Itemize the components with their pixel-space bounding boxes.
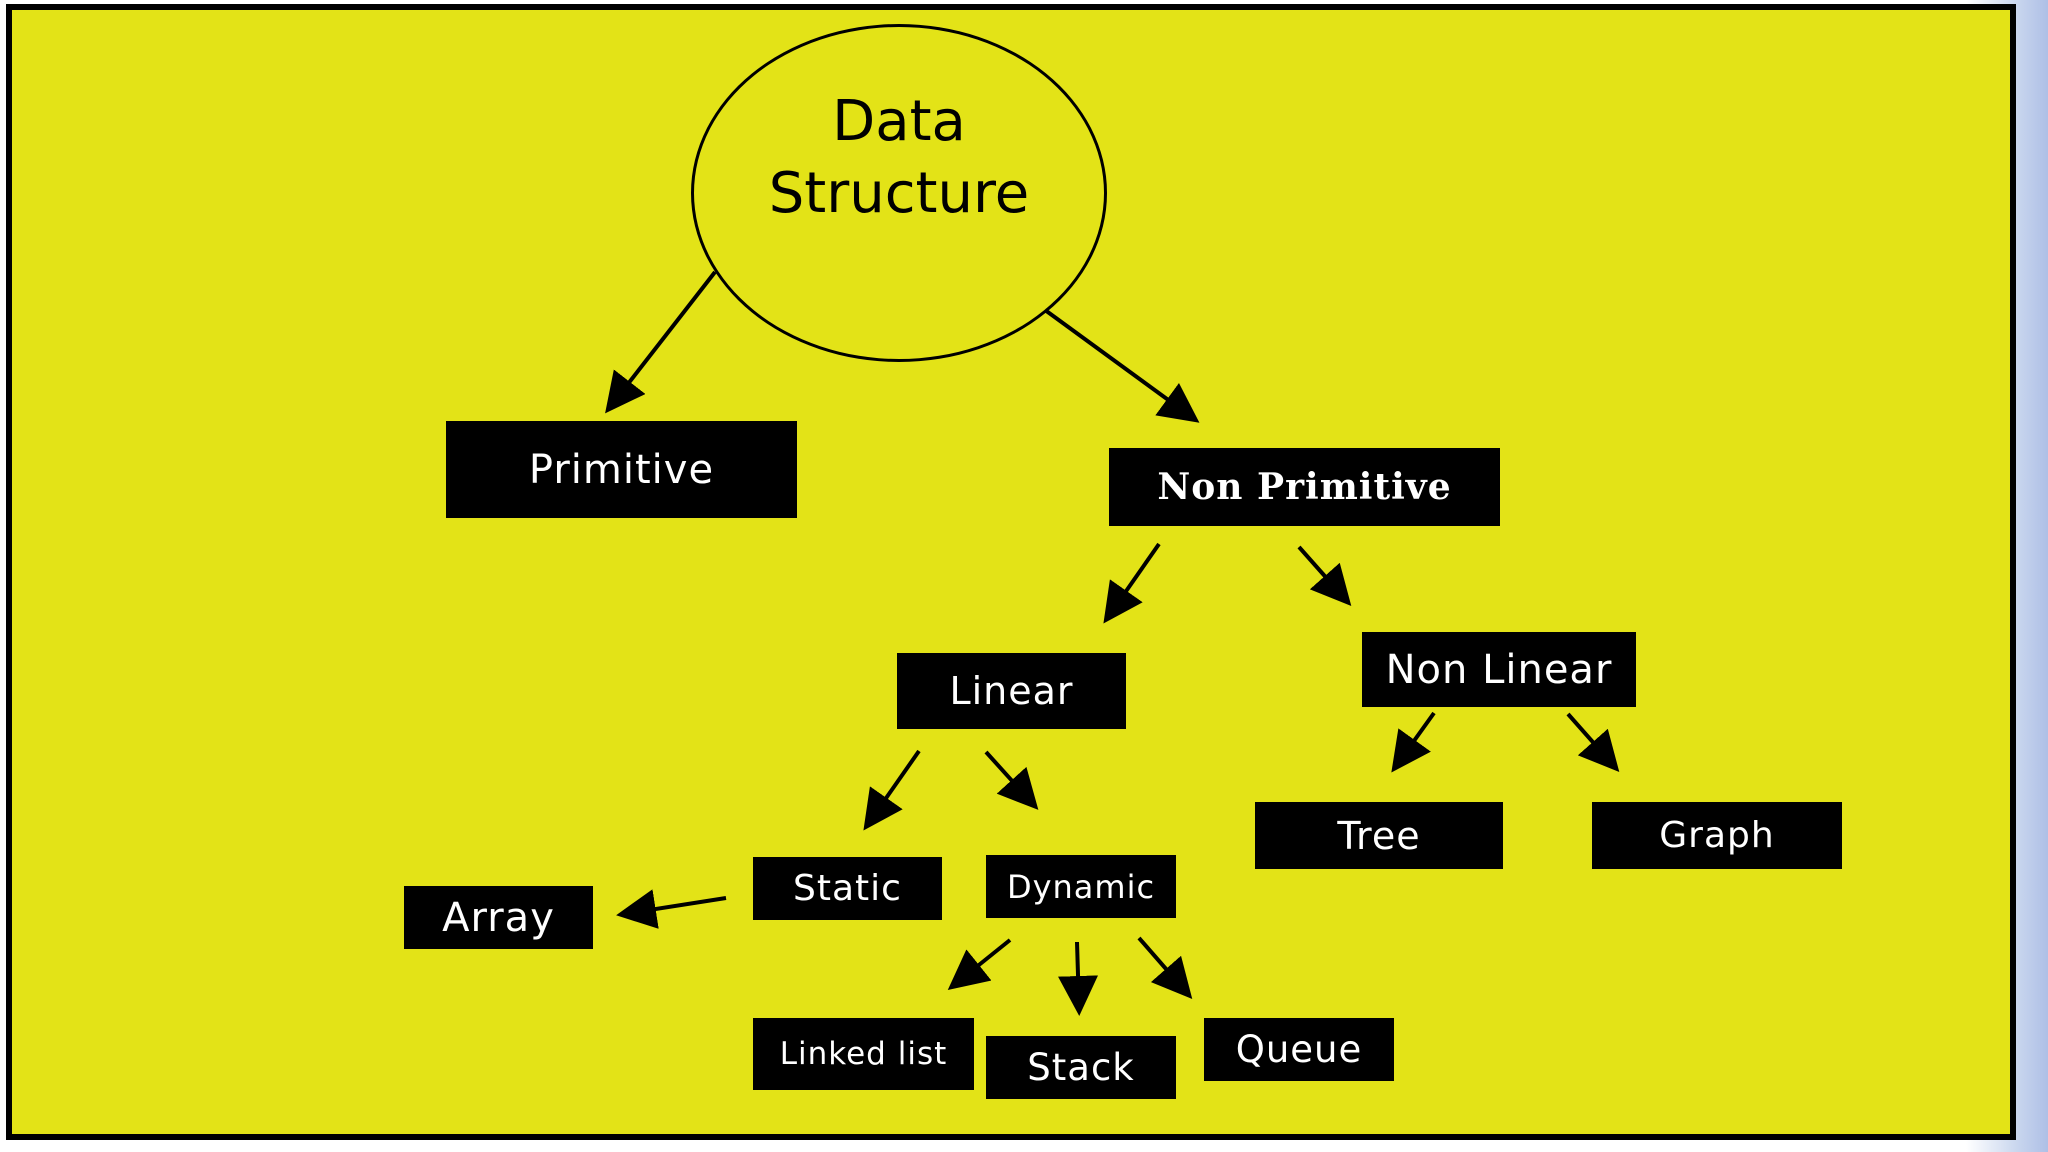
node-static: Static [753, 857, 942, 920]
node-linked-list: Linked list [753, 1018, 974, 1090]
node-linked-list-label: Linked list [779, 1036, 948, 1072]
node-stack: Stack [986, 1036, 1176, 1099]
node-static-label: Static [793, 868, 902, 909]
node-primitive-label: Primitive [528, 446, 715, 493]
node-array: Array [404, 886, 593, 949]
node-stack-label: Stack [1027, 1046, 1135, 1089]
root-label-line1: Data [832, 89, 966, 154]
node-non-primitive-label: Non Primitive [1157, 466, 1452, 508]
node-non-linear-label: Non Linear [1385, 646, 1613, 693]
node-queue-label: Queue [1235, 1028, 1363, 1071]
node-non-linear: Non Linear [1362, 632, 1636, 707]
node-tree: Tree [1255, 802, 1503, 869]
node-queue: Queue [1204, 1018, 1394, 1081]
node-tree-label: Tree [1337, 813, 1421, 858]
node-linear-label: Linear [949, 669, 1074, 713]
node-dynamic: Dynamic [986, 855, 1176, 918]
node-graph: Graph [1592, 802, 1842, 869]
node-linear: Linear [897, 653, 1126, 729]
node-graph-label: Graph [1659, 815, 1775, 856]
node-array-label: Array [442, 894, 555, 941]
node-primitive: Primitive [446, 421, 797, 518]
node-non-primitive: Non Primitive [1109, 448, 1500, 526]
root-label-line2: Structure [768, 161, 1030, 226]
node-dynamic-label: Dynamic [1006, 867, 1156, 906]
root-node-data-structure: Data Structure [691, 24, 1107, 362]
